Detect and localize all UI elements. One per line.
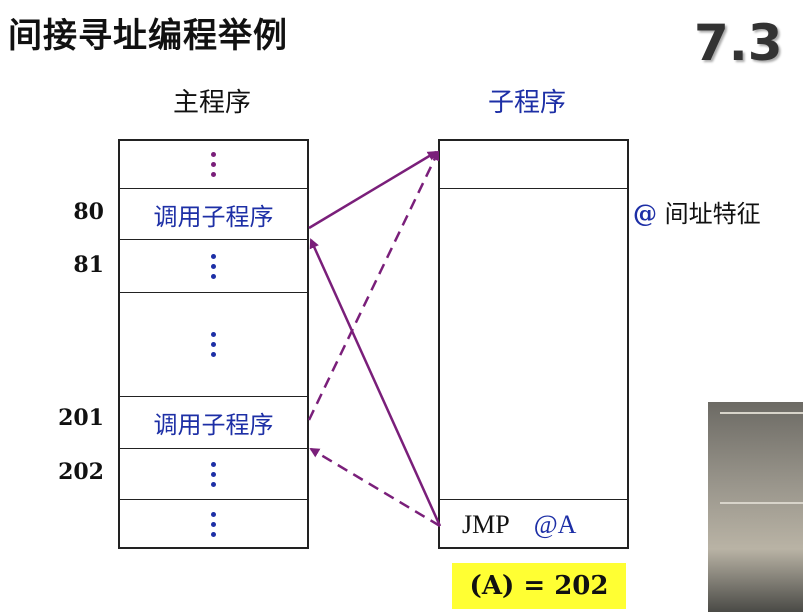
memory-row	[120, 449, 307, 500]
section-number: 7.3	[694, 14, 783, 72]
wall-panel-line	[720, 502, 803, 504]
memory-row	[120, 141, 307, 189]
address-label: 201	[58, 405, 104, 431]
call-subroutine-text: 调用子程序	[153, 202, 274, 231]
return-arrow-dashed	[309, 447, 441, 528]
call-arrow-solid	[308, 150, 438, 230]
call-subroutine-text: 调用子程序	[153, 411, 274, 439]
register-value-box: (A) = 202	[452, 563, 626, 609]
jmp-instruction-row: JMP @A	[440, 500, 627, 549]
memory-row	[440, 141, 627, 189]
return-arrow-solid	[309, 238, 442, 527]
indirect-addressing-note: @ 间址特征	[633, 194, 761, 229]
main-program-label: 主程序	[173, 88, 252, 118]
memory-row	[440, 189, 627, 500]
video-thumbnail	[708, 402, 803, 612]
address-label: 81	[73, 252, 104, 278]
main-program-memory: 调用子程序 调用子程序	[118, 139, 309, 549]
jmp-operand: @A	[533, 509, 577, 539]
ellipsis-icon	[211, 253, 216, 279]
ellipsis-icon	[211, 512, 216, 537]
memory-row	[120, 293, 307, 397]
memory-row: 调用子程序	[120, 397, 307, 449]
wall-panel-line	[720, 412, 803, 414]
address-label: 202	[58, 459, 104, 485]
address-label: 80	[73, 199, 104, 225]
indirect-note-text: 间址特征	[664, 200, 761, 228]
memory-row: 调用子程序	[120, 189, 307, 240]
ellipsis-icon	[211, 461, 216, 487]
ellipsis-icon	[211, 332, 216, 357]
indirect-symbol: @	[633, 199, 657, 228]
jmp-opcode: JMP	[462, 509, 510, 539]
memory-row	[120, 240, 307, 293]
page-title: 间接寻址编程举例	[8, 16, 288, 56]
subroutine-memory: JMP @A	[438, 139, 629, 549]
subroutine-label: 子程序	[488, 88, 567, 118]
call-arrow-dashed	[307, 150, 440, 421]
memory-row	[120, 500, 307, 549]
ellipsis-icon	[211, 152, 216, 177]
